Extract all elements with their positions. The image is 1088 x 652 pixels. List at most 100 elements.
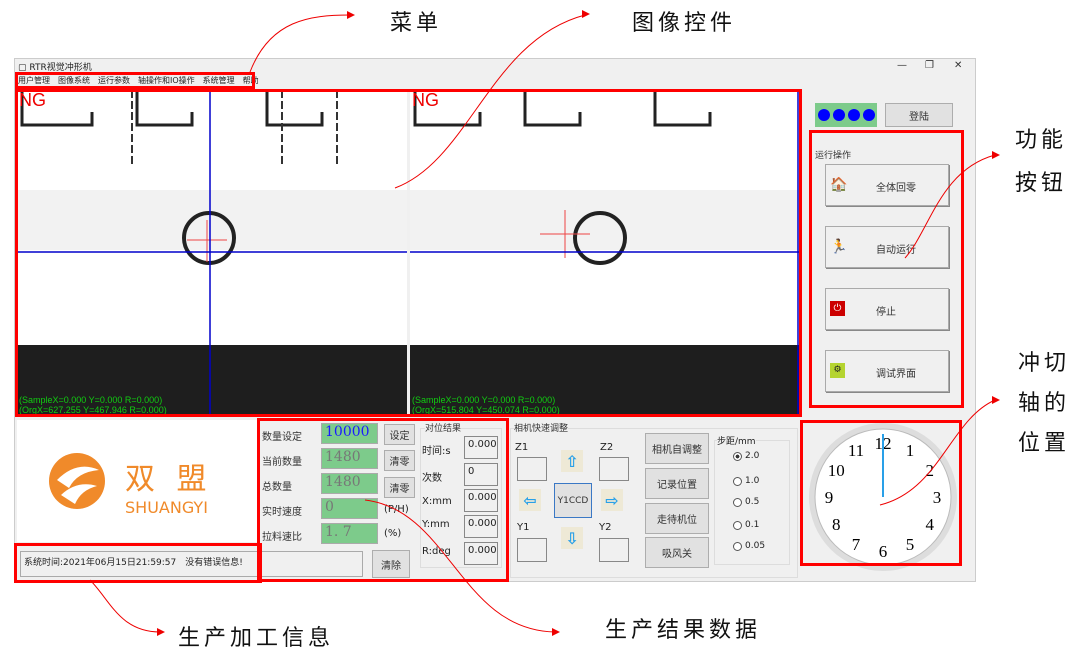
realtime-speed-field: 0: [321, 498, 378, 519]
arrow-right-button[interactable]: ⇨: [601, 489, 623, 511]
z2-field: [599, 457, 629, 481]
clock-number: 3: [933, 488, 942, 507]
z1-field: [517, 457, 547, 481]
menu-user[interactable]: 用户管理: [18, 76, 50, 85]
result-status: NG: [19, 90, 46, 110]
arrow-left-button[interactable]: ⇦: [519, 489, 541, 511]
x-field: 0.000: [464, 489, 498, 512]
camera-image: [17, 90, 407, 415]
window-title: ▢ RTR视觉冲形机: [18, 63, 92, 73]
login-button[interactable]: 登陆: [885, 103, 953, 127]
clock-number: 1: [906, 441, 915, 460]
company-logo: 双 盟 SHUANGYI: [17, 420, 258, 542]
field-label: 数量设定: [262, 432, 302, 443]
total-quantity-field: 1480: [321, 473, 378, 494]
standby-position-button[interactable]: 走待机位: [645, 503, 709, 534]
step-radio-0.5[interactable]: 0.5: [733, 497, 759, 507]
clock-number: 11: [848, 441, 864, 460]
z1-label: Z1: [515, 442, 529, 453]
field-label: 时间:s: [422, 446, 451, 457]
clock-number: 4: [926, 515, 935, 534]
menu-help[interactable]: 帮助: [242, 76, 259, 85]
result-status: NG: [412, 90, 439, 110]
minimize-button[interactable]: —: [897, 60, 907, 71]
restore-button[interactable]: ❐: [925, 60, 934, 71]
power-icon: ⏻: [830, 301, 845, 316]
stop-button[interactable]: ⏻停止: [825, 288, 949, 330]
record-position-button[interactable]: 记录位置: [645, 468, 709, 499]
status-message: 系统时间:2021年06月15日21:59:57 没有错误信息!: [20, 551, 363, 577]
app-icon: ▢: [18, 63, 30, 73]
menu-bar: 用户管理 图像系统 运行参数 轴操作和IO操作 系统管理 帮助: [18, 75, 259, 86]
annotation-axis: 位置: [1018, 431, 1071, 456]
camera-view-left[interactable]: NG (SampleX=0.000 Y=0.000 R=0.000) (OrgX…: [17, 90, 407, 415]
y1-label: Y1: [517, 522, 530, 533]
camera-view-right[interactable]: NG (SampleX=0.000 Y=0.000 R=0.000) (OrgX…: [410, 90, 800, 415]
arrow-up-button[interactable]: ⇧: [561, 450, 583, 472]
connection-indicator: [815, 103, 877, 127]
field-label: 拉料速比: [262, 532, 302, 543]
quantity-setting-input[interactable]: 10000: [321, 423, 378, 444]
field-label: 当前数量: [262, 457, 302, 468]
y-field: 0.000: [464, 515, 498, 538]
count-field: 0: [464, 463, 498, 486]
menu-axis-io[interactable]: 轴操作和IO操作: [138, 76, 195, 85]
clock-number: 9: [825, 488, 834, 507]
annotation-axis: 冲切: [1018, 351, 1071, 376]
clock-number: 2: [926, 461, 935, 480]
running-man-icon: 🏃: [830, 239, 848, 255]
z2-label: Z2: [600, 442, 614, 453]
camera-adjust-group: [510, 428, 798, 578]
annotation-func: 按钮: [1015, 171, 1068, 196]
camera-adjust-title: 相机快速调整: [514, 421, 569, 434]
field-label: 次数: [422, 473, 442, 484]
set-button[interactable]: 设定: [384, 424, 415, 445]
step-radio-1.0[interactable]: 1.0: [733, 476, 759, 486]
menu-params[interactable]: 运行参数: [98, 76, 130, 85]
arrow-down-button[interactable]: ⇩: [561, 527, 583, 549]
annotation-info: 生产加工信息: [178, 626, 335, 651]
clock-number: 5: [906, 535, 915, 554]
logo-mark: [49, 453, 105, 509]
step-radio-0.05[interactable]: 0.05: [733, 541, 765, 551]
step-radio-0.1[interactable]: 0.1: [733, 520, 759, 530]
reset-total-button[interactable]: 清零: [384, 477, 415, 498]
clear-status-button[interactable]: 清除: [372, 550, 410, 578]
home-icon: 🏠: [830, 177, 848, 193]
sample-coords: (SampleX=0.000 Y=0.000 R=0.000): [19, 395, 163, 405]
clock-number: 7: [852, 535, 861, 554]
step-radio-2.0[interactable]: 2.0: [733, 451, 759, 461]
annotation-func: 功能: [1015, 128, 1068, 153]
clock-number: 8: [832, 515, 841, 534]
field-label: 总数量: [262, 482, 292, 493]
annotation-menu: 菜单: [390, 11, 443, 36]
field-label: Y:mm: [422, 519, 450, 530]
close-button[interactable]: ✕: [954, 60, 963, 71]
suction-off-button[interactable]: 吸风关: [645, 537, 709, 568]
field-label: R:deg: [422, 546, 451, 557]
annotation-axis: 轴的: [1018, 391, 1071, 416]
y2-field: [599, 538, 629, 562]
camera-auto-adjust-button[interactable]: 相机自调整: [645, 433, 709, 464]
debug-ui-button[interactable]: ⚙调试界面: [825, 350, 949, 392]
reset-current-button[interactable]: 清零: [384, 450, 415, 471]
menu-image[interactable]: 图像系统: [58, 76, 90, 85]
annotation-result: 生产结果数据: [605, 618, 762, 643]
home-all-button[interactable]: 🏠全体回零: [825, 164, 949, 206]
field-label: 实时速度: [262, 507, 302, 518]
auto-run-button[interactable]: 🏃自动运行: [825, 226, 949, 268]
origin-coords: (OrgX=627.255 Y=467.946 R=0.000): [19, 405, 167, 415]
y2-label: Y2: [599, 522, 612, 533]
alignment-title: 对位结果: [425, 421, 462, 434]
run-ops-title: 运行操作: [815, 151, 852, 161]
menu-system[interactable]: 系统管理: [202, 76, 235, 85]
r-field: 0.000: [464, 542, 498, 565]
field-label: X:mm: [422, 496, 452, 507]
clock-number: 6: [879, 542, 888, 561]
y1ccd-button[interactable]: Y1CCD: [554, 483, 592, 518]
step-title: 步距/mm: [717, 434, 756, 447]
annotation-image: 图像控件: [632, 11, 737, 36]
y1-field: [517, 538, 547, 562]
camera-image: [410, 90, 800, 415]
